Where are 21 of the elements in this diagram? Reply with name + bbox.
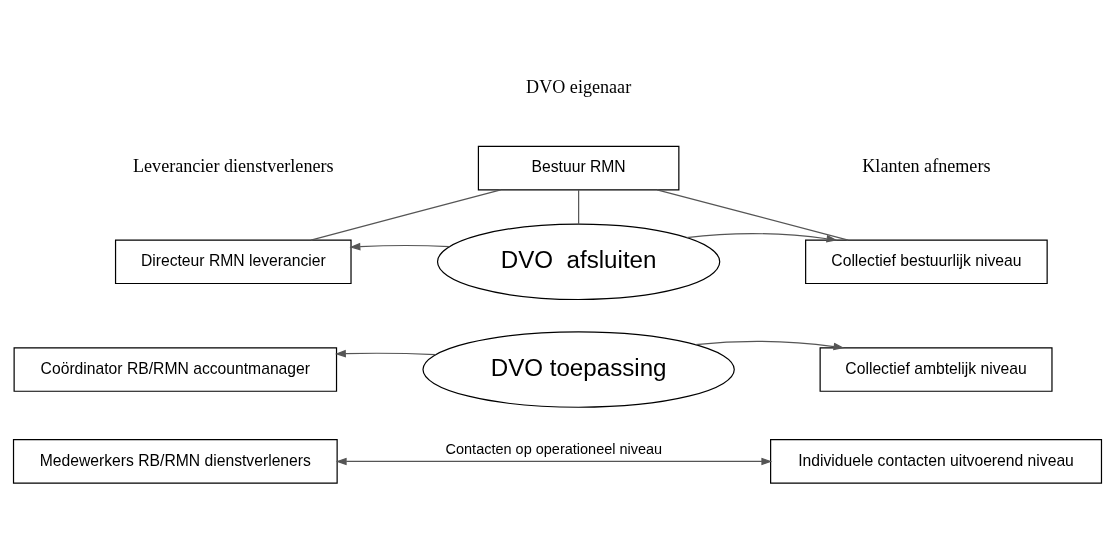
label: DVO eigenaar (526, 76, 632, 97)
connector (310, 188, 502, 241)
label: Klanten afnemers (862, 155, 991, 176)
node-box: Directeur RMN leverancier (114, 238, 352, 284)
edge-label: Contacten op operationeel niveau (445, 440, 663, 457)
arrow (334, 349, 437, 357)
arrow (349, 242, 451, 250)
node-box: Coördinator RB/RMN accountmanager (13, 346, 338, 392)
node-ellipse: DVO toepassing (422, 330, 735, 408)
node-box: Collectief bestuurlijk niveau (805, 238, 1048, 284)
label: Leverancier dienstverleners (132, 155, 334, 176)
node-box: Medewerkers RB/RMN dienstverleners (12, 438, 338, 484)
arrow (335, 457, 773, 465)
node-box: Collectief ambtelijk niveau (819, 346, 1053, 392)
connector (656, 188, 849, 241)
arrow (694, 340, 845, 350)
node-box: Individuele contacten uitvoerend niveau (770, 438, 1103, 484)
node-ellipse: DVO afsluiten (436, 222, 721, 300)
connector (578, 188, 580, 225)
arrow (686, 232, 838, 242)
node-box: Bestuur RMN (477, 145, 680, 190)
